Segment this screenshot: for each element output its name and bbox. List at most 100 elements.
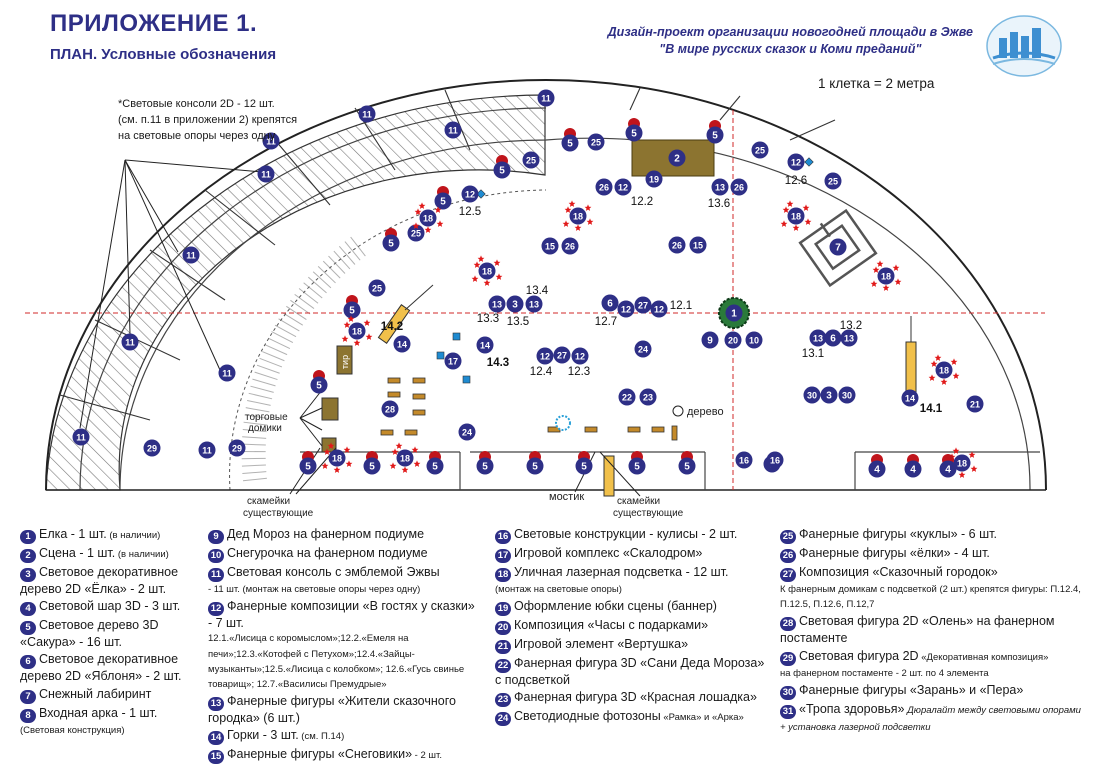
marker-number: 5 bbox=[388, 239, 394, 250]
marker-circle bbox=[668, 236, 686, 254]
laser-star-icon bbox=[323, 448, 331, 455]
marker-number: 9 bbox=[707, 336, 713, 347]
laser-star-icon bbox=[353, 339, 361, 346]
marker-number: 18 bbox=[573, 212, 583, 222]
laser-star-icon bbox=[436, 220, 444, 227]
legend-note: «Декоративная композиция» bbox=[918, 651, 1049, 663]
marker-number: 11 bbox=[266, 137, 276, 147]
marker-circle bbox=[711, 178, 729, 196]
marker-number: 18 bbox=[482, 267, 492, 277]
marker-18: 18 bbox=[389, 442, 421, 473]
legend-text: Фанерные фигуры «ёлки» - 4 шт. bbox=[799, 546, 990, 560]
marker-14: 14 bbox=[393, 335, 411, 353]
marker-circle bbox=[536, 347, 554, 365]
laser-star-icon bbox=[782, 206, 790, 213]
marker-circle bbox=[368, 279, 386, 297]
consoles-note-2: (см. п.11 в приложении 2) крепятся bbox=[118, 114, 298, 126]
marker-circle bbox=[381, 400, 399, 418]
marker-number: 23 bbox=[643, 393, 653, 403]
marker-26: 26 bbox=[561, 237, 579, 255]
marker-number: 18 bbox=[939, 366, 949, 376]
marker-number: 12 bbox=[654, 305, 664, 315]
marker-circle bbox=[639, 388, 657, 406]
laser-star-icon bbox=[952, 447, 960, 454]
marker-number: 5 bbox=[369, 462, 375, 473]
marker-circle bbox=[868, 460, 886, 478]
laser-star-icon bbox=[389, 462, 397, 469]
marker-11: 11 bbox=[72, 428, 90, 446]
marker-circle bbox=[650, 300, 668, 318]
marker-number: 14 bbox=[397, 340, 407, 350]
marker-number: 18 bbox=[423, 214, 433, 224]
laser-star-icon bbox=[483, 279, 491, 286]
marker-9: 9 bbox=[701, 331, 719, 349]
marker-number: 12 bbox=[465, 190, 475, 200]
laser-star-icon bbox=[401, 466, 409, 473]
legend-note: (в наличии) bbox=[115, 549, 169, 560]
slide bbox=[377, 304, 411, 344]
tree bbox=[672, 405, 684, 417]
marker-14: 14 bbox=[476, 336, 494, 354]
legend-number: 1 bbox=[20, 530, 36, 544]
marker-11: 11 bbox=[198, 441, 216, 459]
marker-5: 5 bbox=[434, 186, 452, 210]
marker-2: 2 bbox=[668, 149, 686, 167]
marker-18: 18 bbox=[321, 442, 353, 473]
tir bbox=[336, 345, 353, 375]
marker-circle bbox=[121, 333, 139, 351]
legend-item-31: 31«Тропа здоровья» Дюралайт между светов… bbox=[780, 702, 1086, 735]
marker-circle bbox=[678, 457, 696, 475]
marker-number: 4 bbox=[910, 465, 916, 476]
legend-number: 13 bbox=[208, 697, 224, 712]
laser-star-icon bbox=[970, 465, 978, 472]
plan-label: 13.6 bbox=[708, 198, 730, 210]
laser-star-icon bbox=[343, 446, 351, 453]
consoles-note-1: *Световые консоли 2D - 12 шт. bbox=[118, 98, 275, 110]
legend-text: Световой шар 3D - 3 шт. bbox=[39, 599, 181, 614]
marker-5: 5 bbox=[310, 370, 328, 394]
marker-12: 12 bbox=[536, 347, 554, 365]
consoles-note-3: на световые опоры через одну bbox=[118, 130, 276, 142]
marker-circle bbox=[493, 161, 511, 179]
legend-text: Световая фигура 2D bbox=[799, 648, 919, 663]
legend-number: 3 bbox=[20, 568, 36, 582]
legend-text: Световые конструкции - кулисы - 2 шт. bbox=[514, 527, 738, 541]
marker-number: 30 bbox=[842, 391, 852, 401]
legend-number: 18 bbox=[495, 568, 511, 582]
marker-circle bbox=[553, 346, 571, 364]
marker-circle bbox=[595, 178, 613, 196]
marker-20: 20 bbox=[724, 331, 742, 349]
legend-number: 25 bbox=[780, 530, 796, 544]
marker-5: 5 bbox=[426, 451, 444, 475]
marker-circle bbox=[434, 192, 452, 210]
marker-circle bbox=[393, 335, 411, 353]
marker-24: 24 bbox=[458, 423, 476, 441]
marker-circle bbox=[840, 329, 858, 347]
legend-text: Фанерные композиции «В гостях у сказки» … bbox=[208, 599, 475, 631]
marker-18: 18 bbox=[562, 200, 594, 231]
marker-circle bbox=[803, 386, 821, 404]
marker-number: 24 bbox=[462, 428, 472, 438]
marker-number: 18 bbox=[332, 454, 342, 464]
marker-11: 11 bbox=[218, 364, 236, 382]
marker-circle bbox=[634, 296, 652, 314]
marker-circle bbox=[645, 170, 663, 188]
laser-star-icon bbox=[477, 255, 485, 262]
marker-12: 12 bbox=[617, 300, 635, 318]
marker-circle bbox=[787, 153, 805, 171]
marker-circle bbox=[634, 340, 652, 358]
legend-number: 9 bbox=[208, 530, 224, 544]
marker-circle bbox=[575, 457, 593, 475]
marker-12: 12 bbox=[650, 300, 668, 318]
marker-number: 5 bbox=[440, 197, 446, 208]
marker-number: 5 bbox=[305, 462, 311, 473]
marker-circle bbox=[614, 178, 632, 196]
marker-15: 15 bbox=[689, 236, 707, 254]
